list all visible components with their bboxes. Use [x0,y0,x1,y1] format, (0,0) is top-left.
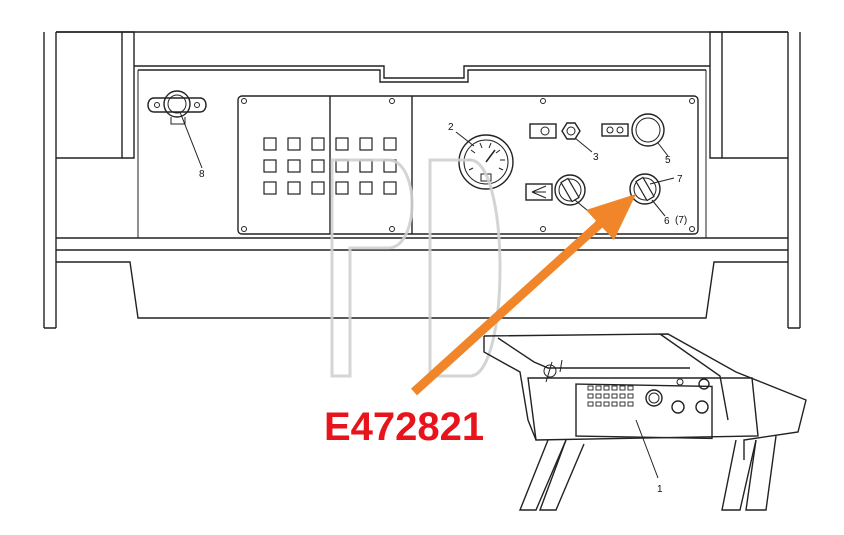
pressure-gauge [458,134,514,190]
watermark-logo [330,158,502,378]
callout-2: 2 [448,122,454,133]
console-front-view: 8 2 3 5 4 7 6 (7) [43,31,801,329]
part-number-label: E472821 [324,405,484,449]
ignition-label [601,123,629,137]
indicator-icon [540,126,550,136]
hex-indicator-lamp [561,122,581,140]
perspective-panel [575,383,713,440]
callout-8: 8 [199,169,205,180]
perspective-buttons [587,385,634,407]
power-socket [147,90,207,125]
button-grid [263,137,397,195]
switch-plate [237,95,699,235]
callout-1: 1 [657,484,663,495]
light-switch [554,174,586,206]
orange-arrow [410,194,636,396]
indicator-label [529,123,557,139]
plate-screws [241,98,695,232]
push-button [631,113,665,147]
leader-lines [179,111,675,217]
callout-7: 7 [677,174,683,185]
console-perspective-view: 1 [483,333,807,511]
light-label [525,183,553,201]
ignition-key-switch [629,173,661,205]
callout-6: 6 [664,216,670,227]
callout-6-note: (7) [675,215,687,226]
callout-3: 3 [593,152,599,163]
callout-5: 5 [665,155,671,166]
